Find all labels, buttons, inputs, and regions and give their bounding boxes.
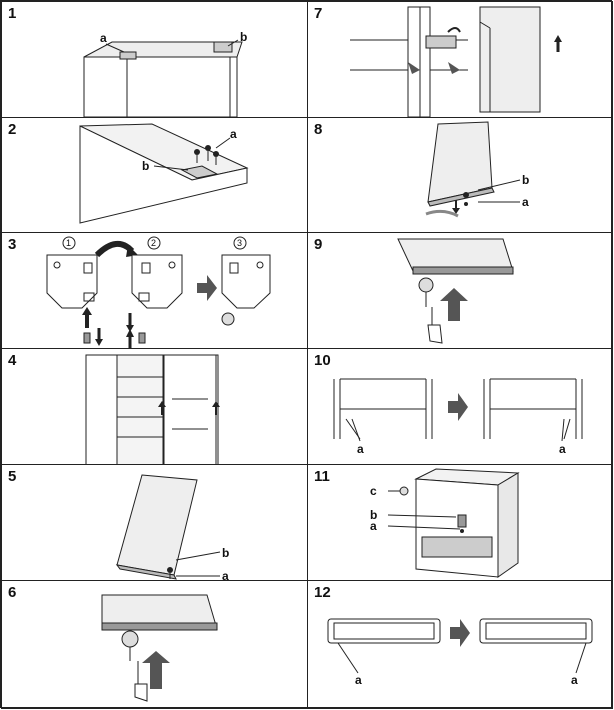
label-b: b [370, 508, 377, 522]
hinge-pin-b [463, 192, 469, 198]
step-12-illustration: a a [327, 618, 593, 687]
label-a: a [522, 195, 529, 209]
arrow-icon [448, 62, 460, 74]
step-number: 8 [314, 121, 323, 138]
down-arrow-icon [452, 208, 460, 214]
next-arrow-icon [450, 619, 470, 647]
step-2-panel: 2 a b [1, 117, 308, 233]
step-12-panel: 12 a a [307, 580, 613, 709]
screw-icon [205, 145, 211, 151]
label-c: c [370, 484, 377, 498]
step-3-illustration: 1 2 3 [46, 236, 271, 348]
screw-icon [194, 149, 200, 155]
door-bottom [397, 238, 514, 272]
step-7-panel: 7 [307, 1, 613, 118]
next-arrow-icon [197, 275, 217, 301]
label-a: a [571, 673, 578, 687]
sub-step-1: 1 [66, 238, 71, 248]
before-view [327, 618, 441, 674]
next-arrow-icon [448, 393, 468, 421]
label-b: b [240, 30, 247, 44]
fridge-interior [116, 354, 164, 464]
label-a: a [222, 569, 229, 581]
step-7-illustration [350, 6, 562, 117]
up-arrow-icon [440, 288, 468, 321]
door-panel [116, 474, 198, 576]
hinge-icon [418, 277, 434, 293]
arrow-icon [408, 62, 420, 74]
step-5-panel: 5 b a [1, 464, 308, 581]
step-9-panel: 9 [307, 232, 613, 349]
hinge-icon [121, 630, 139, 648]
step-number: 4 [8, 352, 17, 369]
screw-a [460, 529, 464, 533]
hinge-b [213, 41, 233, 53]
hinge-plate [131, 254, 183, 309]
hinge-b [180, 165, 219, 179]
hand-icon [134, 683, 148, 702]
up-arrow-icon [554, 35, 562, 42]
label-a: a [355, 673, 362, 687]
step-number: 5 [8, 468, 17, 485]
label-b: b [522, 173, 529, 187]
step-8-panel: 8 b a [307, 117, 613, 233]
step-9-illustration [397, 238, 514, 344]
hinge-b [457, 514, 467, 528]
sub-step-3: 3 [237, 238, 242, 248]
step-number: 12 [314, 584, 331, 601]
step-2-illustration: a b [79, 123, 249, 224]
hinge-plate [221, 254, 271, 309]
label-a: a [230, 127, 237, 141]
after-view [479, 618, 593, 674]
step-4-illustration [85, 354, 220, 464]
label-a: a [370, 519, 377, 533]
step-1-illustration: a b [83, 30, 247, 117]
before-view [333, 378, 433, 442]
step-number: 9 [314, 236, 323, 253]
door-panel [479, 6, 541, 113]
down-arrow-icon [126, 325, 134, 332]
up-arrow-icon [212, 401, 220, 407]
down-arrow-icon [95, 339, 103, 346]
step-1-panel: 1 a b [1, 1, 308, 118]
step-4-panel: 4 [1, 348, 308, 465]
step-5-illustration: b a [115, 474, 229, 581]
step-11-illustration: c b a [370, 468, 520, 578]
hand-icon [427, 324, 443, 344]
step-6-illustration [101, 594, 218, 702]
step-number: 6 [8, 584, 17, 601]
step-number: 2 [8, 121, 17, 138]
step-6-panel: 6 [1, 580, 308, 709]
up-arrow-icon [158, 401, 166, 407]
step-11-panel: 11 c b a [307, 464, 613, 581]
after-view [483, 378, 583, 442]
label-a: a [100, 31, 107, 45]
step-number: 1 [8, 5, 17, 22]
step-number: 3 [8, 236, 17, 253]
label-b: b [222, 546, 229, 560]
sub-step-2: 2 [151, 238, 156, 248]
hinge-icon [425, 35, 457, 49]
step-number: 10 [314, 352, 331, 369]
step-10-illustration: a a [333, 378, 583, 456]
screw-icon [213, 151, 219, 157]
step-10-panel: 10 a [307, 348, 613, 465]
step-number: 7 [314, 5, 323, 22]
cap-c [399, 486, 409, 496]
step-number: 11 [314, 468, 330, 485]
up-arrow-icon [82, 307, 92, 315]
step-3-panel: 3 1 2 3 [1, 232, 308, 349]
step-8-illustration: b a [425, 121, 529, 218]
label-a: a [357, 442, 364, 456]
up-arrow-icon [142, 651, 170, 689]
label-a: a [559, 442, 566, 456]
hinge-pin-b [167, 567, 173, 573]
top-hinge-cover-a [119, 51, 137, 60]
label-b: b [142, 159, 149, 173]
up-arrow-icon [126, 329, 134, 337]
open-door [163, 354, 217, 464]
